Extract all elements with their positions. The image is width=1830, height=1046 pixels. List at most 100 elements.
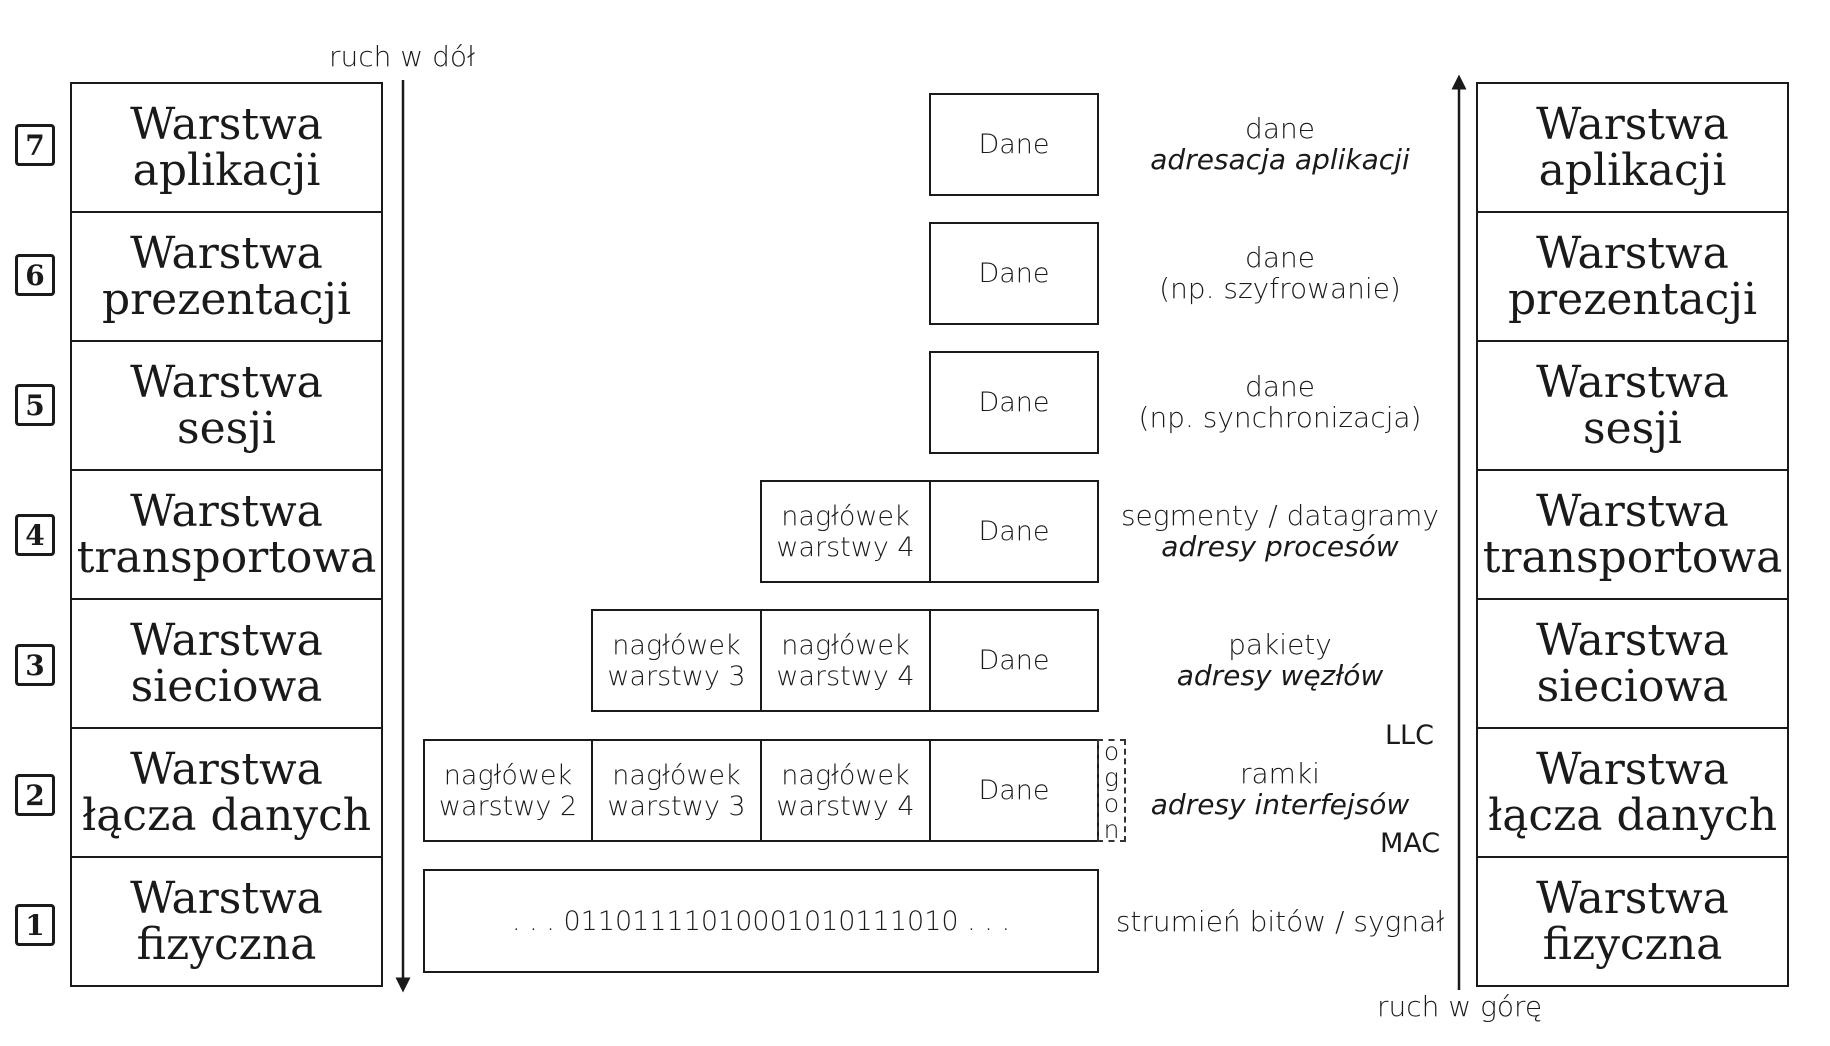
description-l6: dane (np. szyfrowanie) <box>1110 232 1450 314</box>
layer-title: Warstwa <box>1536 356 1729 408</box>
data-label: Dane <box>978 258 1050 289</box>
layer-4-number: 4 <box>15 514 55 556</box>
pdu-data-l2: Dane <box>929 739 1099 842</box>
pdu-trailer-l2: o g o n <box>1097 736 1126 844</box>
pdu-data-l7: Dane <box>929 93 1099 196</box>
header-label: nagłówek <box>781 500 910 532</box>
receiver-layer-7: Warstwa aplikacji <box>1476 82 1789 213</box>
layer-name: sesji <box>177 402 276 454</box>
description-l5: dane (np. synchronizacja) <box>1110 361 1450 443</box>
pdu-header2-l2: nagłówek warstwy 2 <box>423 739 593 842</box>
down-arrow-label: ruch w dół <box>329 40 475 73</box>
pdu-addressing: adresy węzłów <box>1176 659 1384 692</box>
pdu-unit: dane <box>1245 241 1315 274</box>
receiver-layer-3: Warstwa sieciowa <box>1476 598 1789 729</box>
pdu-data-l5: Dane <box>929 351 1099 454</box>
pdu-unit: dane <box>1245 370 1315 403</box>
pdu-data-l6: Dane <box>929 222 1099 325</box>
layer-name: aplikacji <box>132 144 321 196</box>
header-label: nagłówek <box>443 759 573 791</box>
trailer-letter: o <box>1103 788 1120 818</box>
pdu-header4-l4: nagłówek warstwy 4 <box>760 480 931 583</box>
description-l7: dane adresacja aplikacji <box>1110 103 1450 185</box>
layer-name: transportowa <box>1482 531 1783 583</box>
layer-title: Warstwa <box>1536 872 1729 924</box>
layer-title: Warstwa <box>130 485 323 537</box>
layer-name: fizyczna <box>136 918 317 970</box>
receiver-layer-2: Warstwa łącza danych <box>1476 727 1789 858</box>
header-layer: warstwy 4 <box>776 660 915 692</box>
description-l3: pakiety adresy węzłów <box>1110 619 1450 701</box>
layer-title: Warstwa <box>130 614 323 666</box>
pdu-unit: dane <box>1245 112 1315 145</box>
layer-title: Warstwa <box>1536 614 1729 666</box>
header-label: nagłówek <box>612 629 741 661</box>
layer-name: sieciowa <box>130 660 323 712</box>
sender-layer-1: Warstwa fizyczna <box>70 856 383 987</box>
data-label: Dane <box>978 129 1050 160</box>
header-layer: warstwy 4 <box>776 790 915 822</box>
layer-1-number: 1 <box>15 904 55 946</box>
layer-title: Warstwa <box>1536 743 1729 795</box>
layer-title: Warstwa <box>130 98 323 150</box>
layer-title: Warstwa <box>130 227 323 279</box>
layer-2-number: 2 <box>15 774 55 816</box>
pdu-unit: strumień bitów / sygnał <box>1115 904 1445 938</box>
layer-7-number: 7 <box>15 124 55 166</box>
pdu-header3-l3: nagłówek warstwy 3 <box>591 609 762 712</box>
layer-name: fizyczna <box>1542 918 1723 970</box>
pdu-addressing: adresy interfejsów <box>1150 788 1410 821</box>
layer-name: łącza danych <box>81 789 372 841</box>
layer-title: Warstwa <box>130 872 323 924</box>
llc-sublayer-label: LLC <box>1385 720 1434 751</box>
layer-name: sieciowa <box>1536 660 1729 712</box>
receiver-layer-6: Warstwa prezentacji <box>1476 211 1789 342</box>
layer-name: transportowa <box>76 531 377 583</box>
layer-name: sesji <box>1583 402 1682 454</box>
header-label: nagłówek <box>612 759 741 791</box>
sender-layer-4: Warstwa transportowa <box>70 469 383 600</box>
sender-layer-5: Warstwa sesji <box>70 340 383 471</box>
header-label: nagłówek <box>781 759 910 791</box>
data-label: Dane <box>978 387 1050 418</box>
trailer-letter: g <box>1103 762 1119 792</box>
layer-title: Warstwa <box>1536 485 1729 537</box>
pdu-addressing: (np. szyfrowanie) <box>1159 272 1401 305</box>
data-label: Dane <box>978 775 1050 806</box>
pdu-unit: ramki <box>1240 757 1320 790</box>
description-l4: segmenty / datagramy adresy procesów <box>1110 490 1450 572</box>
mac-sublayer-label: MAC <box>1380 828 1441 859</box>
bitstream-text: . . . 01101111010001010111010 . . . <box>511 905 1011 937</box>
trailer-letter: n <box>1103 814 1120 844</box>
pdu-data-l4: Dane <box>929 480 1099 583</box>
pdu-addressing: adresacja aplikacji <box>1150 143 1410 176</box>
header-layer: warstwy 3 <box>607 790 746 822</box>
receiver-layer-1: Warstwa fizyczna <box>1476 856 1789 987</box>
header-layer: warstwy 2 <box>438 790 578 822</box>
pdu-addressing: adresy procesów <box>1161 530 1399 563</box>
layer-title: Warstwa <box>1536 227 1729 279</box>
layer-name: łącza danych <box>1487 789 1778 841</box>
pdu-unit: pakiety <box>1228 628 1332 661</box>
layer-name: aplikacji <box>1538 144 1727 196</box>
layer-title: Warstwa <box>130 356 323 408</box>
receiver-layer-4: Warstwa transportowa <box>1476 469 1789 600</box>
up-arrow-label: ruch w górę <box>1377 990 1543 1023</box>
layer-6-number: 6 <box>15 254 55 296</box>
pdu-addressing: (np. synchronizacja) <box>1138 401 1422 434</box>
header-label: nagłówek <box>781 629 910 661</box>
layer-name: prezentacji <box>101 273 352 325</box>
pdu-data-l3: Dane <box>929 609 1099 712</box>
sender-layer-6: Warstwa prezentacji <box>70 211 383 342</box>
header-layer: warstwy 3 <box>607 660 746 692</box>
data-label: Dane <box>978 516 1050 547</box>
layer-3-number: 3 <box>15 644 55 686</box>
pdu-unit: segmenty / datagramy <box>1120 499 1440 532</box>
layer-5-number: 5 <box>15 384 55 426</box>
trailer-letter: o <box>1103 736 1120 766</box>
sender-layer-7: Warstwa aplikacji <box>70 82 383 213</box>
sender-layer-2: Warstwa łącza danych <box>70 727 383 858</box>
description-l2: ramki adresy interfejsów <box>1110 748 1450 830</box>
pdu-bitstream-l1: . . . 01101111010001010111010 . . . <box>423 869 1099 973</box>
